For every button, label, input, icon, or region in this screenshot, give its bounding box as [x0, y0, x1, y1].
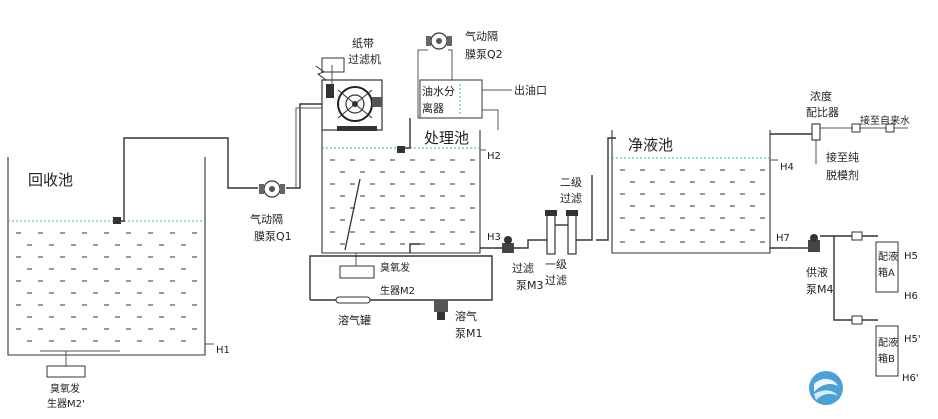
- supply-pump-m4: 供液 泵M4: [806, 234, 834, 296]
- tank-a-label-2: 箱A: [878, 266, 895, 279]
- level-h5: H5: [904, 251, 918, 262]
- treatment-tank-label: 处理池: [424, 129, 469, 147]
- stage2-label-1: 二级: [560, 176, 582, 189]
- recycle-tank-label: 回收池: [28, 171, 73, 189]
- level-h7: H7: [776, 233, 790, 244]
- dissolve-pump-label-1: 溶气: [455, 309, 477, 323]
- separator-label-2: 离器: [422, 101, 444, 115]
- logo-icon: [809, 371, 843, 405]
- dissolve-tank-label: 溶气罐: [338, 313, 371, 327]
- stage1-label-1: 一级: [545, 258, 567, 271]
- ratio-label-2: 配比器: [806, 106, 839, 119]
- tank-b-label-1: 配液: [878, 336, 898, 349]
- tank-b-label-2: 箱B: [878, 352, 895, 365]
- ozone-m2-label-1: 臭氧发: [380, 261, 410, 274]
- ozone-m2-label-2: 生器M2: [380, 284, 415, 297]
- stage-2-filter: 二级 过滤: [560, 176, 582, 255]
- tap-water-label: 接至自来水: [860, 114, 910, 127]
- filter-pump-label-1: 过滤: [512, 262, 534, 275]
- dissolve-pump-m1: 溶气 泵M1: [434, 300, 483, 340]
- ozone-generator-m2: 臭氧发 生器M2: [339, 253, 415, 297]
- level-h1: H1: [216, 345, 230, 356]
- level-h2: H2: [487, 151, 501, 162]
- paper-filter-label-2: 过滤机: [348, 52, 381, 66]
- ratio-label-1: 浓度: [810, 89, 832, 103]
- supply-pump-label-1: 供液: [806, 265, 828, 279]
- pump-q2-label-1: 气动隔: [465, 29, 498, 43]
- pump-q2: 气动隔 膜泵Q2: [417, 29, 503, 119]
- release-label-2: 脱模剂: [826, 168, 859, 182]
- release-label-1: 接至纯: [826, 151, 859, 164]
- pump-q2-label-2: 膜泵Q2: [465, 48, 503, 61]
- supply-pump-label-2: 泵M4: [806, 283, 834, 296]
- filter-machine-icon: [315, 57, 382, 131]
- paper-filter-label-1: 纸带: [352, 37, 374, 50]
- clean-tank: 净液池 H4 H7: [611, 130, 794, 254]
- oil-outlet-label: 出油口: [514, 83, 547, 97]
- ozone-m2p-label-1: 臭氧发: [50, 382, 80, 395]
- dispense-tank-a: 配液 箱A H5 H6: [875, 241, 918, 302]
- dissolve-pump-label-2: 泵M1: [455, 327, 483, 340]
- level-h3: H3: [487, 232, 501, 243]
- separator-label-1: 油水分: [422, 84, 455, 98]
- oil-water-separator: 油水分 离器 出油口: [419, 79, 547, 130]
- stage-1-filter: 一级 过滤: [545, 210, 567, 287]
- treatment-tank: 处理池 H2 H3: [321, 118, 501, 254]
- dissolve-tank: 溶气罐: [335, 296, 371, 327]
- dispense-tank-b: 配液 箱B H5' H6': [875, 325, 921, 384]
- ozone-generator-m2-prime: 臭氧发 生器M2': [40, 350, 120, 410]
- tank-a-label-1: 配液: [878, 250, 898, 263]
- pump-q1: 气动隔 膜泵Q1: [250, 180, 292, 243]
- filter-pump-label-2: 泵M3: [516, 279, 544, 292]
- ozone-m2p-label-2: 生器M2': [47, 397, 85, 410]
- stage1-label-2: 过滤: [545, 274, 567, 287]
- pump-q1-label-2: 膜泵Q1: [254, 230, 292, 243]
- pump-icon: [426, 32, 452, 50]
- level-h4: H4: [780, 162, 794, 173]
- stage2-label-2: 过滤: [560, 192, 582, 205]
- filter-pump-m3: 过滤 泵M3: [502, 236, 544, 292]
- paper-band-filter: 纸带 过滤机: [315, 37, 383, 131]
- ratio-mixer: 浓度 配比器: [806, 89, 839, 141]
- clean-tank-label: 净液池: [628, 136, 673, 154]
- pump-icon: [259, 180, 285, 198]
- recycle-tank: 回收池 H1: [7, 157, 230, 356]
- level-h5-prime: H5': [904, 334, 921, 345]
- pump-q1-label-1: 气动隔: [250, 212, 283, 226]
- level-h6-prime: H6': [902, 373, 919, 384]
- level-h6: H6: [904, 291, 918, 302]
